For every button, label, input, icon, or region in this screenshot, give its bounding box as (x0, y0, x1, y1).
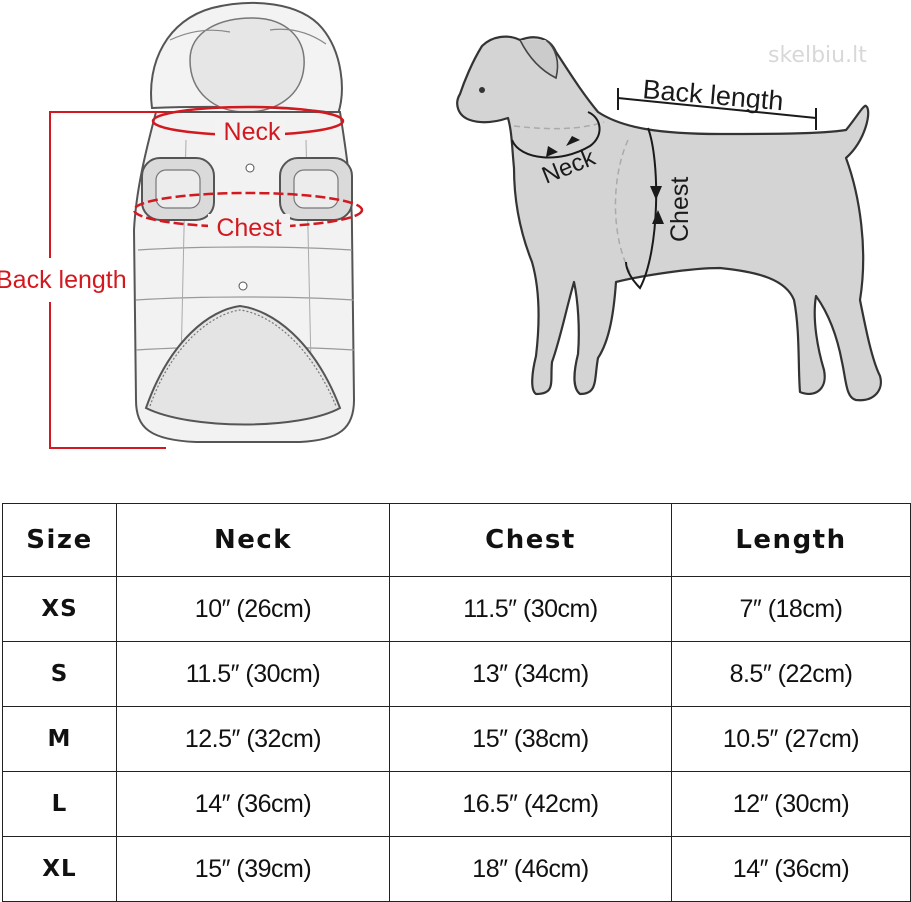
size-cell: XL (2, 836, 117, 902)
chest-cell: 13″ (34cm) (389, 641, 672, 707)
table-row: L 14″ (36cm) 16.5″ (42cm) 12″ (30cm) (2, 771, 911, 837)
coat-belly-flap (144, 304, 342, 426)
neck-cell: 10″ (26cm) (116, 576, 390, 642)
coat-drawing (132, 1, 356, 443)
dog-neck-arrow (511, 111, 601, 159)
chest-cell: 11.5″ (30cm) (389, 576, 672, 642)
coat-button (245, 163, 255, 173)
table-header-row: Size Neck Chest Length (2, 503, 911, 577)
size-chart-table: Size Neck Chest Length XS 10″ (26cm) 11.… (2, 503, 911, 902)
header-size: Size (2, 503, 117, 577)
header-chest: Chest (389, 503, 672, 577)
table-row: XL 15″ (39cm) 18″ (46cm) 14″ (36cm) (2, 836, 911, 902)
length-cell: 8.5″ (22cm) (671, 641, 911, 707)
dog-silhouette (456, 35, 882, 402)
size-cell: XS (2, 576, 117, 642)
chest-cell: 15″ (38cm) (389, 706, 672, 772)
neck-cell: 15″ (39cm) (116, 836, 390, 902)
coat-button (238, 281, 248, 291)
coat-chest-label: Chest (216, 214, 281, 242)
length-cell: 10.5″ (27cm) (671, 706, 911, 772)
length-cell: 14″ (36cm) (671, 836, 911, 902)
chest-cell: 16.5″ (42cm) (389, 771, 672, 837)
size-cell: S (2, 641, 117, 707)
dog-back-length-line (617, 88, 817, 130)
header-neck: Neck (116, 503, 390, 577)
coat-neck-label: Neck (224, 118, 281, 146)
dog-chest-label: Chest (666, 177, 694, 242)
dog-back-length-label: Back length (641, 74, 784, 116)
header-length: Length (671, 503, 911, 577)
coat-measurements: Neck Chest Back length (0, 105, 364, 449)
dog-chest-arrow (625, 127, 658, 290)
neck-cell: 14″ (36cm) (116, 771, 390, 837)
neck-cell: 12.5″ (32cm) (116, 706, 390, 772)
measurement-illustration: Neck Chest Back length Back length Neck … (0, 1, 882, 449)
table-row: M 12.5″ (32cm) 15″ (38cm) 10.5″ (27cm) (2, 706, 911, 772)
chest-cell: 18″ (46cm) (389, 836, 672, 902)
size-cell: L (2, 771, 117, 837)
table-row: XS 10″ (26cm) 11.5″ (30cm) 7″ (18cm) (2, 576, 911, 642)
coat-hood-inner (189, 17, 305, 113)
coat-back-length-bracket (49, 111, 166, 449)
neck-cell: 11.5″ (30cm) (116, 641, 390, 707)
dog-drawing (456, 35, 882, 402)
watermark: skelbiu.lt (768, 43, 867, 68)
coat-back-length-label: Back length (0, 266, 127, 294)
length-cell: 12″ (30cm) (671, 771, 911, 837)
length-cell: 7″ (18cm) (671, 576, 911, 642)
size-cell: M (2, 706, 117, 772)
dog-ear (519, 39, 559, 80)
table-row: S 11.5″ (30cm) 13″ (34cm) 8.5″ (22cm) (2, 641, 911, 707)
